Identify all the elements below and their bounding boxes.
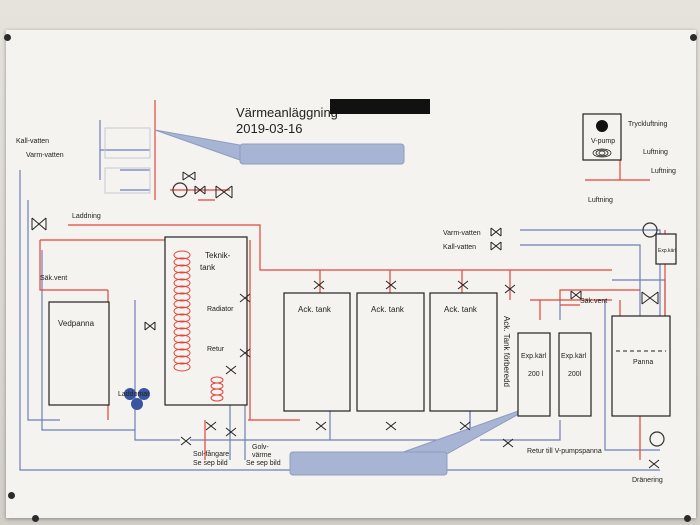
diagram-title: Värmeanläggning [236,105,338,120]
pump-icon [172,182,188,198]
valve-icon [31,171,660,469]
check-valve-icon [649,431,665,447]
label-teknik: Teknik- [205,251,231,260]
label-laddomat: Laddomat [118,391,149,398]
redacted-bar [330,99,430,114]
ack-tank-1 [283,292,351,412]
label-radiator: Radiator [207,306,234,313]
callout-pointer-bottom [394,404,536,456]
ack-tank-2 [356,292,425,412]
pin [684,515,691,522]
pin [4,34,11,41]
laddomat-icon [124,388,150,410]
radiator-sketch [104,127,151,194]
label-solfangare: Sol-fångare [193,450,229,458]
exp-karl-2 [558,332,592,417]
label-exp-karl-2-vol: 200l [568,371,582,378]
panna-box [611,315,671,417]
pin [8,492,15,499]
exp-karl-small [655,233,677,265]
label-golvvarme: Golv- [252,444,269,451]
solar-coil-icon [210,376,224,402]
label-exp-karl-2: Exp.kärl [561,353,587,360]
label-retur: Retur [207,346,225,353]
pin [32,515,39,522]
label-se-sep-bild-2: Se sep bild [246,460,281,467]
label-exp-small: Exp.kärl [658,248,676,254]
label-exp-karl-1-vol: 200 l [528,371,544,378]
pump-icon-right [642,222,658,238]
label-golvvarme-2: värme [252,452,272,459]
heat-coil-icon [173,250,191,372]
label-sakvent-left: Säk.vent [40,275,67,282]
label-ack-tank-3: Ack. tank [444,305,478,314]
label-varmvatten-left: Varm-vatten [26,152,64,159]
label-sakvent-right: Säk.vent [580,298,607,305]
label-vedpanna: Vedpanna [58,319,95,328]
vedpanna-box [48,301,110,406]
label-luftning-a: Luftning [643,149,668,156]
exp-karl-1 [517,332,551,417]
diagram-date: 2019-03-16 [236,121,303,136]
callout-top [239,143,405,165]
label-luftning-top: Luftning [588,197,613,204]
label-varmvatten-right: Varm-vatten [443,230,481,237]
label-ack-tank-2: Ack. tank [371,305,405,314]
radiation-icon [596,120,608,132]
callout-bottom [289,451,448,476]
label-se-sep-bild-1: Se sep bild [193,460,228,467]
label-luftning-b: Luftning [651,168,676,175]
pin [690,34,697,41]
label-ack-tank-1: Ack. tank [298,305,332,314]
label-panna: Panna [633,359,653,366]
ack-tank-3 [429,292,498,412]
label-vpump: V-pump [591,138,615,145]
label-dranering: Dränering [632,477,663,484]
label-kallvatten-right: Kall-vatten [443,244,476,251]
label-retur-vpump: Retur till V-pumpspanna [527,448,602,455]
label-kallvatten: Kall-vatten [16,138,49,145]
label-laddning: Laddning [72,213,101,220]
callout-pointer-top [154,129,241,161]
label-tank: tank [200,263,216,272]
pipes-supply [39,100,666,460]
pump-coil-icon [592,148,612,158]
label-tryckluftning: Tryckluftning [628,121,668,128]
label-exp-karl-1: Exp.kärl [521,353,547,360]
label-ack-tank-forberedd: Ack. Tank förberedd [502,316,511,387]
